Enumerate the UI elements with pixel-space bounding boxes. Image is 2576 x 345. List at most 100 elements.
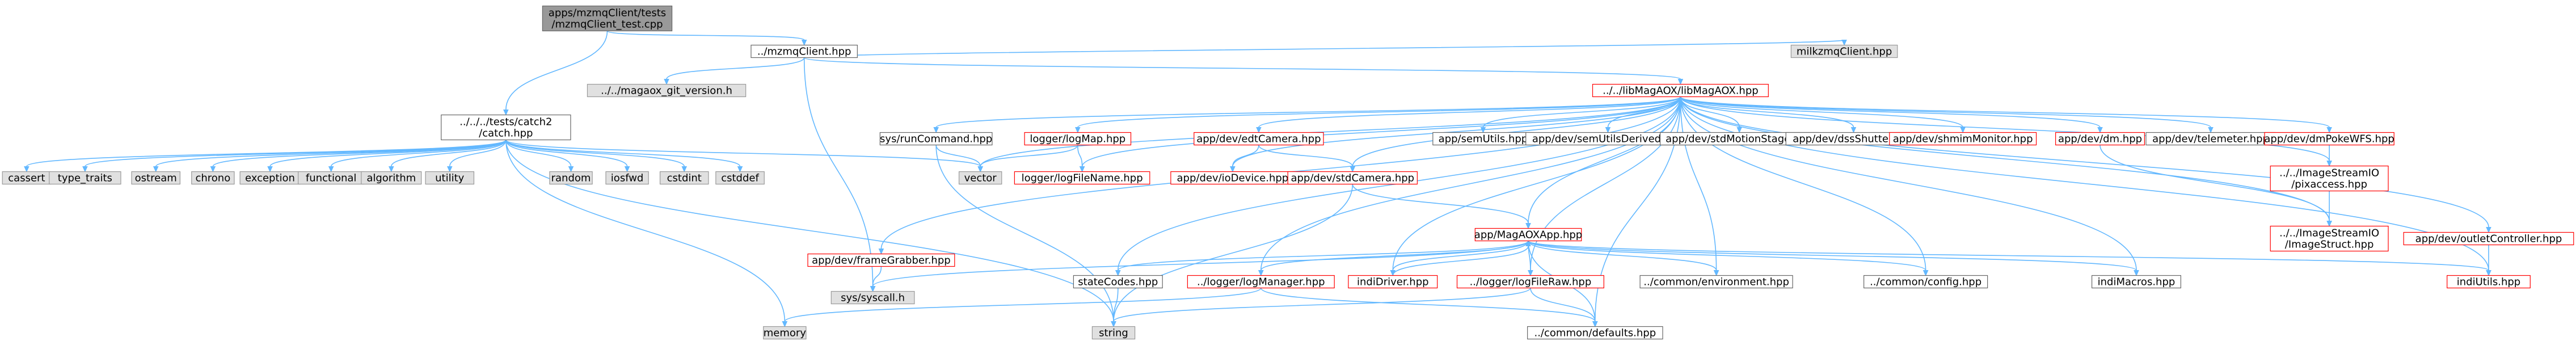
node-label-magaoxapp: app/MagAOXApp.hpp [1474, 229, 1582, 241]
node-imagestruct[interactable]: ../../ImageStreamIO/ImageStruct.hpp [2270, 225, 2389, 252]
node-label-catch: ../../../tests/catch2 [459, 116, 552, 128]
node-label-memory: memory [764, 327, 807, 339]
node-semutilsderived[interactable]: app/dev/semUtilsDerived.hpp [1525, 132, 1690, 146]
node-label-string: string [1099, 327, 1128, 339]
node-outletcontroller[interactable]: app/dev/outletController.hpp [2403, 232, 2574, 246]
edge-libmagaox-to-semutils [1480, 96, 1681, 133]
edge-catch-to-functional [328, 140, 507, 172]
edge-catch-to-exception [267, 140, 507, 172]
node-magaoxapp[interactable]: app/MagAOXApp.hpp [1474, 228, 1582, 242]
node-milkzmq: milkzmqClient.hpp [1790, 44, 1898, 58]
node-indidriver[interactable]: indiDriver.hpp [1348, 275, 1438, 289]
edge-logfileraw-to-string [1111, 288, 1531, 327]
node-sys_runcommand[interactable]: sys/runCommand.hpp [879, 132, 993, 146]
edge-logmap-to-logfilename [1077, 145, 1085, 172]
node-box-dmpokewfs [2264, 132, 2394, 146]
edge-libmagaox-to-sys_runcommand [933, 96, 1681, 133]
node-box-config [1864, 275, 1988, 289]
node-type_traits: type_traits [49, 171, 121, 185]
node-box-indidriver [1348, 275, 1438, 289]
nodes-layer: apps/mzmqClient/tests/mzmqClient_test.cp… [2, 5, 2574, 340]
edge-magaoxapp-to-environment [1528, 241, 1719, 276]
node-cstdint: cstdint [659, 171, 709, 185]
edge-mzmqclient-to-libmagaox [803, 57, 1684, 85]
node-indimacros[interactable]: indiMacros.hpp [2091, 275, 2181, 289]
node-label-iosfwd: iosfwd [611, 172, 644, 184]
node-memory: memory [763, 326, 807, 340]
node-label-functional: functional [306, 172, 357, 184]
node-box-logfileraw [1456, 275, 1604, 289]
edge-libmagaox-to-shmimmonitor [1680, 96, 1966, 133]
node-edtcamera[interactable]: app/dev/edtCamera.hpp [1194, 132, 1324, 146]
node-label-logfileraw: ../logger/logFileRaw.hpp [1470, 276, 1592, 288]
node-config[interactable]: ../common/config.hpp [1864, 275, 1988, 289]
node-box-cstddef [715, 171, 765, 185]
node-defaults[interactable]: ../common/defaults.hpp [1527, 326, 1663, 340]
node-label-dssshutter: app/dev/dssShutter.hpp [1793, 133, 1915, 145]
node-box-framegrabber [807, 253, 955, 267]
node-label-sys_syscall: sys/syscall.h [841, 292, 905, 304]
node-box-stdcamera [1287, 171, 1418, 185]
node-label-stdcamera: app/dev/stdCamera.hpp [1291, 172, 1414, 184]
node-label-algorithm: algorithm [366, 172, 416, 184]
node-root[interactable]: apps/mzmqClient/tests/mzmqClient_test.cp… [542, 5, 673, 32]
node-stdcamera[interactable]: app/dev/stdCamera.hpp [1287, 171, 1418, 185]
node-dssshutter[interactable]: app/dev/dssShutter.hpp [1785, 132, 1922, 146]
node-dm[interactable]: app/dev/dm.hpp [2055, 132, 2145, 146]
node-label-shmimmonitor: app/dev/shmimMonitor.hpp [1893, 133, 2033, 145]
node-semutils[interactable]: app/semUtils.hpp [1432, 132, 1534, 146]
node-cstddef: cstddef [715, 171, 765, 185]
node-box-magaox_git [587, 83, 747, 98]
node-logfilename[interactable]: logger/logFileName.hpp [1014, 171, 1150, 185]
edge-magaoxapp-to-statecodes [1115, 240, 1529, 276]
node-stdmotionstage[interactable]: app/dev/stdMotionStage.hpp [1659, 132, 1819, 146]
node-magaox_git: ../../magaox_git_version.h [587, 83, 747, 98]
node-pixaccess[interactable]: ../../ImageStreamIO/pixaccess.hpp [2270, 165, 2389, 192]
node-environment[interactable]: ../common/environment.hpp [1639, 275, 1793, 289]
node-statecodes[interactable]: stateCodes.hpp [1073, 275, 1163, 289]
edge-logmap-to-vector [977, 145, 1078, 172]
node-box-catch [441, 114, 571, 141]
node-box-indimacros [2091, 275, 2181, 289]
node-label-root: apps/mzmqClient/tests [549, 7, 666, 19]
node-box-root [542, 5, 673, 32]
node-label-edtcamera: app/dev/edtCamera.hpp [1196, 133, 1321, 145]
node-libmagaox[interactable]: ../../libMagAOX/libMagAOX.hpp [1592, 83, 1769, 98]
node-random: random [549, 171, 593, 185]
node-label-cstdint: cstdint [667, 172, 702, 184]
node-algorithm: algorithm [361, 171, 422, 185]
node-mzmqclient[interactable]: ../mzmqClient.hpp [751, 44, 858, 58]
edge-root-to-catch [503, 31, 608, 116]
edge-libmagaox-to-environment [1680, 96, 1719, 276]
node-box-outletcontroller [2403, 232, 2574, 246]
edge-catch-to-iosfwd [505, 140, 630, 172]
node-framegrabber[interactable]: app/dev/frameGrabber.hpp [807, 253, 955, 267]
node-iodevice[interactable]: app/dev/ioDevice.hpp [1170, 171, 1295, 185]
node-box-random [549, 171, 593, 185]
node-box-sys_syscall [830, 291, 915, 305]
node-label-framegrabber: app/dev/frameGrabber.hpp [812, 255, 951, 267]
node-box-logmap [1024, 132, 1132, 146]
node-indiutils[interactable]: indiUtils.hpp [2447, 275, 2531, 289]
edge-libmagaox-to-outletcontroller [1680, 96, 2491, 233]
edge-catch-to-ostream [153, 139, 507, 172]
node-logmap[interactable]: logger/logMap.hpp [1024, 132, 1132, 146]
node-shmimmonitor[interactable]: app/dev/shmimMonitor.hpp [1889, 132, 2037, 146]
node-label-indimacros: indiMacros.hpp [2098, 276, 2176, 288]
node-box-chrono [191, 171, 235, 185]
node-telemeter[interactable]: app/dev/telemeter.hpp [2145, 132, 2276, 146]
node-box-libmagaox [1592, 83, 1769, 98]
edge-mzmqclient-to-magaox_git [664, 57, 805, 85]
node-label-logfilename: logger/logFileName.hpp [1022, 172, 1143, 184]
node-box-environment [1639, 275, 1793, 289]
node-logmanager[interactable]: ../logger/logManager.hpp [1187, 275, 1335, 289]
node-catch[interactable]: ../../../tests/catch2/catch.hpp [441, 114, 571, 141]
node-label-ostream: ostream [135, 172, 177, 184]
node-dmpokewfs[interactable]: app/dev/dmPokeWFS.hpp [2264, 132, 2394, 146]
edge-libmagaox-to-defaults [1592, 96, 1681, 327]
node-label-statecodes: stateCodes.hpp [1078, 276, 1158, 288]
node-logfileraw[interactable]: ../logger/logFileRaw.hpp [1456, 275, 1604, 289]
node-box-indiutils [2447, 275, 2531, 289]
node-box-defaults [1527, 326, 1663, 340]
edge-libmagaox-to-stdmotionstage [1680, 96, 1742, 133]
